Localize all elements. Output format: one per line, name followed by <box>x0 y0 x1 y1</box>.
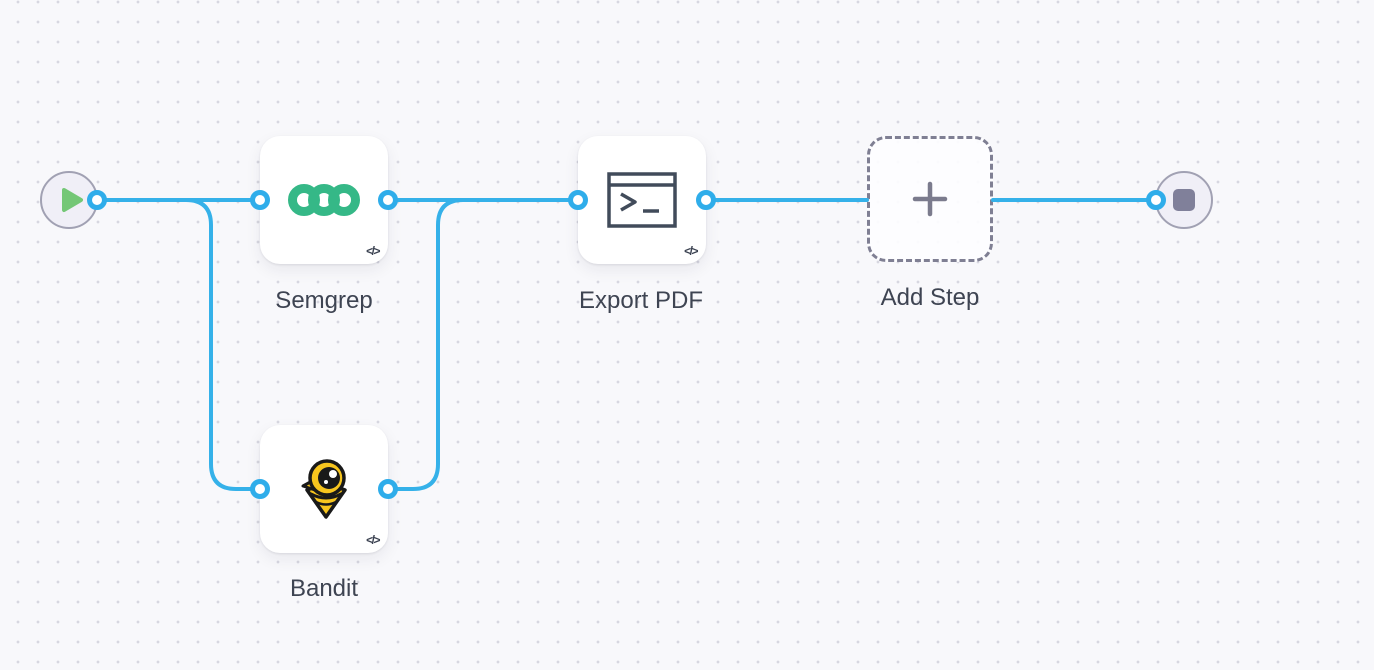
node-semgrep[interactable]: </> <box>260 136 388 264</box>
port-semgrep-output[interactable] <box>378 190 398 210</box>
port-export-pdf-output[interactable] <box>696 190 716 210</box>
plus-icon <box>912 181 948 217</box>
node-export-pdf[interactable]: </> <box>578 136 706 264</box>
node-bandit[interactable]: </> <box>260 425 388 553</box>
port-export-pdf-input[interactable] <box>568 190 588 210</box>
port-end-input[interactable] <box>1146 190 1166 210</box>
node-label-export-pdf: Export PDF <box>578 287 704 314</box>
node-label-bandit: Bandit <box>289 575 359 602</box>
terminal-icon <box>607 171 677 229</box>
port-bandit-output[interactable] <box>378 479 398 499</box>
stop-icon <box>1173 189 1195 211</box>
play-icon <box>59 187 83 213</box>
node-label-semgrep: Semgrep <box>275 287 373 314</box>
bandit-logo-icon <box>292 456 356 522</box>
edge-bandit-export-pdf[interactable] <box>386 198 580 491</box>
semgrep-logo-icon <box>287 182 361 218</box>
port-start-output[interactable] <box>87 190 107 210</box>
port-semgrep-input[interactable] <box>250 190 270 210</box>
node-label-add-step: Add Step <box>880 284 980 311</box>
add-step-button[interactable] <box>867 136 993 262</box>
code-badge: </> <box>684 244 698 258</box>
code-badge: </> <box>366 244 380 258</box>
port-bandit-input[interactable] <box>250 479 270 499</box>
edge-start-bandit[interactable] <box>95 198 262 491</box>
code-badge: </> <box>366 533 380 547</box>
